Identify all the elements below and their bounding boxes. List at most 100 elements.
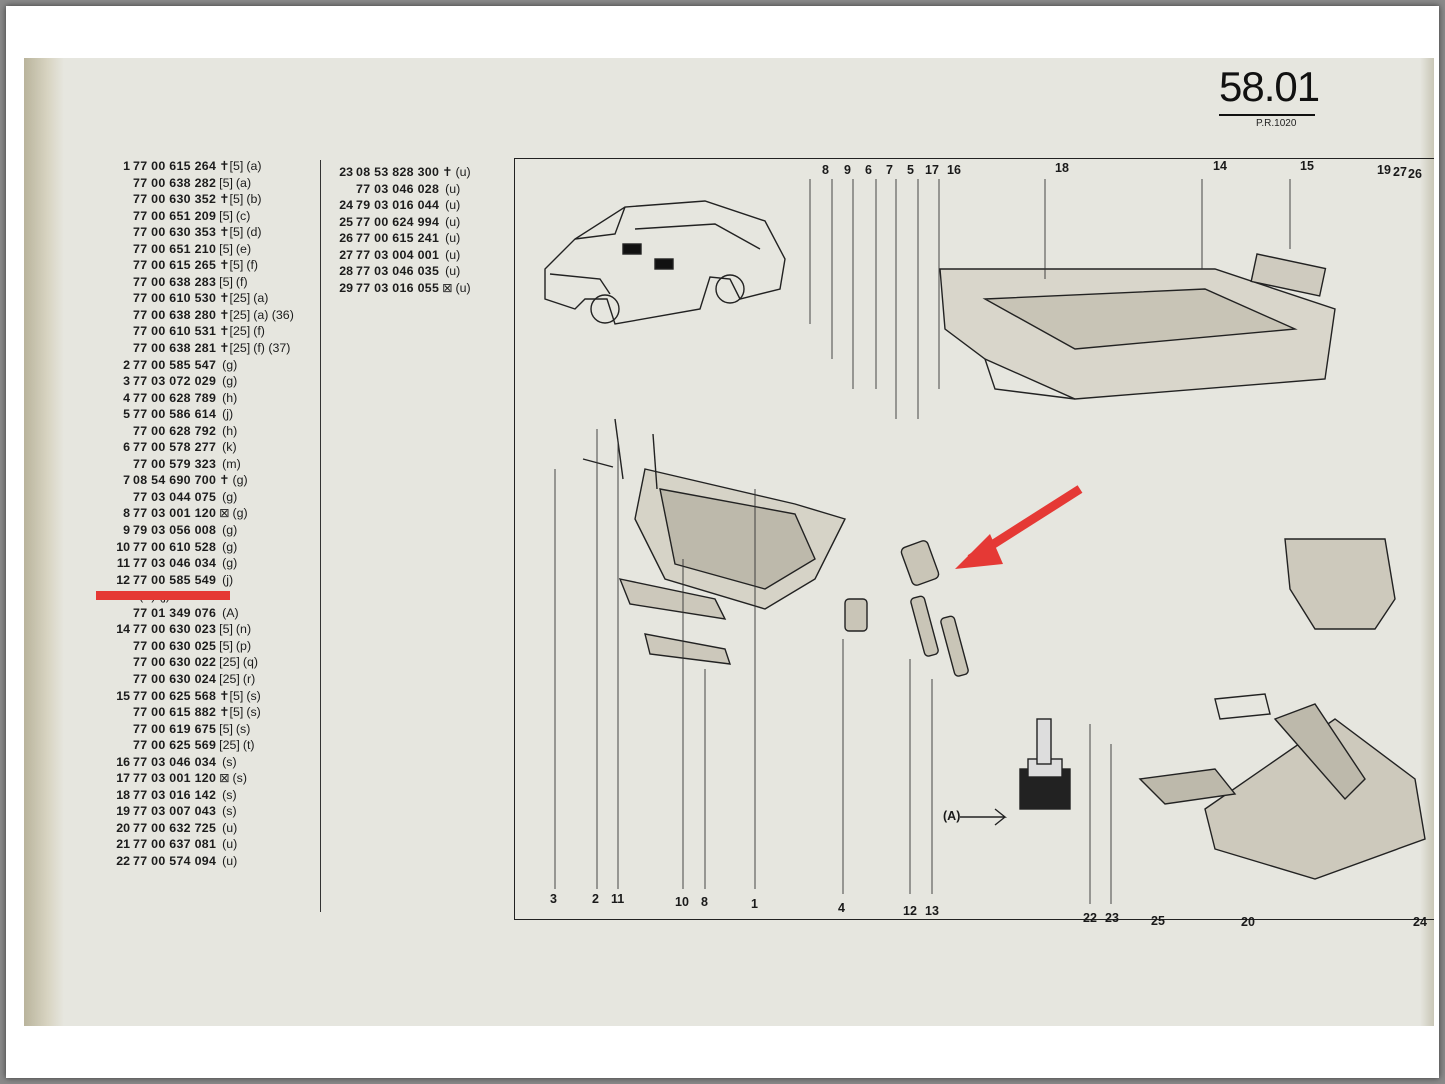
part-note: (d): [246, 225, 262, 240]
part-number: 16: [116, 754, 130, 769]
part-note: (u): [455, 165, 471, 179]
part-note: (f): [235, 274, 248, 289]
label-bottom-13: 13: [925, 904, 939, 918]
part-reference: 77 03 046 034: [133, 556, 217, 571]
part-note: (a): [235, 175, 252, 190]
part-number: 22: [116, 853, 130, 868]
parts-row: 77 00 628 792(h): [108, 423, 294, 440]
part-mark: ✝[25]: [219, 291, 251, 306]
exploded-diagram: 8 9 6 7 5 17 16 18 14 15 19 27 26 29 28 …: [514, 158, 1434, 929]
part-number: 20: [116, 820, 130, 835]
part-note: (u): [222, 853, 238, 868]
part-reference: 79 03 056 008: [133, 523, 217, 538]
part-note: (e): [235, 241, 252, 256]
part-note: (s): [232, 771, 247, 786]
part-note: (f): [246, 258, 259, 273]
part-number: 19: [116, 804, 130, 819]
part-mark: [5]: [219, 208, 233, 223]
label-bottom-24: 24: [1413, 915, 1427, 929]
part-reference: 77 00 624 994: [356, 214, 440, 229]
part-note: (s): [222, 754, 237, 769]
part-mark: [5]: [219, 175, 233, 190]
part-number: 10: [116, 539, 130, 554]
part-reference: 77 00 628 792: [133, 423, 217, 438]
parts-row: 77 00 630 025[5](p): [108, 638, 294, 655]
part-note: (f) (37): [253, 341, 291, 356]
parts-row: 77 00 638 282[5](a): [108, 175, 294, 192]
key-label: (A): [943, 809, 961, 823]
part-number: 9: [123, 523, 130, 538]
part-reference: 77 00 585 547: [133, 357, 217, 372]
part-mark: ✝[25]: [219, 324, 251, 339]
part-reference: 77 00 630 025: [133, 638, 217, 653]
parts-row: 77 01 349 076(A): [108, 605, 294, 622]
part-mark: ✝[5]: [219, 688, 244, 703]
part-reference: 77 00 630 022: [133, 655, 217, 670]
parts-row: 77 00 630 352✝[5](b): [108, 191, 294, 208]
part-number: 25: [339, 214, 353, 229]
label-top-15: 15: [1300, 159, 1314, 173]
book-spine: [24, 58, 64, 1026]
console-tray-diagram: [939, 253, 1336, 400]
part-reference: 77 00 615 241: [356, 231, 440, 246]
page-ref: P.R.1020: [1256, 118, 1297, 129]
part-mark: [25]: [219, 738, 240, 753]
label-bottom-23: 23: [1105, 911, 1119, 925]
part-number: 17: [116, 771, 130, 786]
part-number: 11: [116, 556, 130, 571]
parts-row: 77 00 610 531✝[25](f): [108, 323, 294, 340]
part-note: (s): [246, 705, 261, 720]
highlight-underline: [96, 591, 230, 600]
part-mark: [25]: [219, 671, 240, 686]
part-note: (r): [242, 671, 256, 686]
parts-row: 77 00 610 530✝[25](a): [108, 290, 294, 307]
part-reference: 77 00 586 614: [133, 407, 217, 422]
part-reference: 08 53 828 300: [356, 165, 440, 179]
label-bottom-2: 2: [592, 892, 599, 906]
part-reference: 77 00 638 280: [133, 307, 217, 322]
page-number: 58.01: [1219, 63, 1320, 110]
part-note: (g): [222, 374, 238, 389]
part-number: 1: [123, 159, 130, 173]
part-note: (k): [222, 440, 237, 455]
column-divider: [320, 160, 321, 912]
parts-row: 77 03 044 075(g): [108, 489, 294, 506]
part-mark: [5]: [219, 721, 233, 736]
part-note: (a) (36): [253, 307, 294, 322]
part-mark: ✝[25]: [219, 341, 251, 356]
part-mark: ✝[25]: [219, 307, 251, 322]
part-reference: 77 03 044 075: [133, 489, 217, 504]
part-reference: 77 03 046 028: [356, 181, 440, 196]
part-note: (p): [235, 638, 252, 653]
parts-row: 77 00 638 280✝[25](a) (36): [108, 307, 294, 324]
page-edge: [1420, 58, 1434, 1026]
part-reference: 77 00 579 323: [133, 456, 217, 471]
part-mark: ⊠: [219, 506, 230, 521]
part-mark: ⊠: [442, 280, 453, 295]
part-number: 23: [339, 165, 353, 179]
part-mark: [5]: [219, 622, 233, 637]
label-top-26: 26: [1408, 167, 1422, 181]
part-reference: 77 03 001 120: [133, 771, 217, 786]
part-note: (g): [222, 556, 238, 571]
part-note: (u): [222, 820, 238, 835]
part-reference: 77 00 628 789: [133, 390, 217, 405]
part-mark: ✝[5]: [219, 225, 244, 240]
label-bottom-22: 22: [1083, 911, 1097, 925]
